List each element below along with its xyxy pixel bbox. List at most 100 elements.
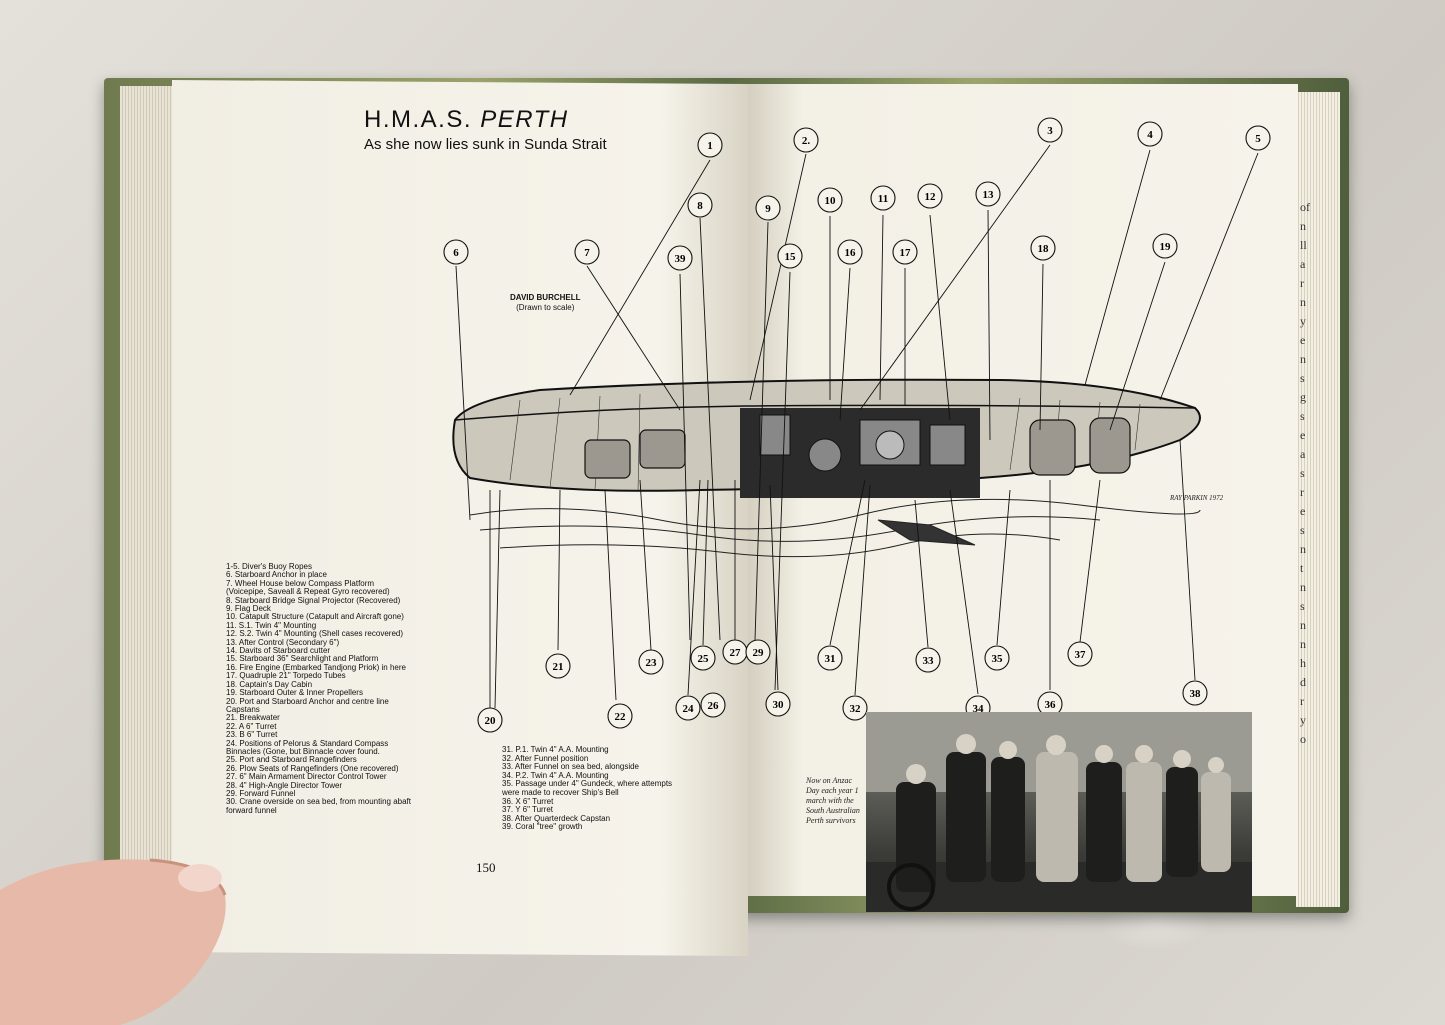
callout-label: 2. bbox=[802, 135, 811, 147]
callout-label: 16 bbox=[845, 247, 857, 259]
strip-glyph: e bbox=[1300, 504, 1306, 518]
callout-marker: 26 bbox=[700, 692, 726, 718]
turret-a bbox=[584, 439, 631, 479]
key-item: forward funnel bbox=[226, 805, 277, 815]
callout-circle bbox=[1137, 121, 1163, 147]
callout-label: 32 bbox=[850, 703, 862, 715]
callout-label: 6 bbox=[453, 247, 459, 259]
key-item: 38. After Quarterdeck Capstan bbox=[502, 813, 611, 823]
key-item: 6. Starboard Anchor in place bbox=[226, 570, 327, 580]
callout-label: 21 bbox=[553, 661, 564, 673]
strip-glyph: a bbox=[1300, 447, 1306, 461]
callout-label: 19 bbox=[1160, 241, 1172, 253]
strip-glyph: e bbox=[1300, 333, 1306, 347]
strip-glyph: n bbox=[1300, 580, 1306, 594]
callout-label: 30 bbox=[773, 699, 785, 711]
callout-circle bbox=[793, 127, 819, 153]
strip-glyph: d bbox=[1300, 675, 1306, 689]
strip-glyph: e bbox=[1300, 428, 1306, 442]
drawing-credit: DAVID BURCHELL (Drawn to scale) bbox=[510, 293, 581, 313]
key-item: 27. 6" Main Armament Director Control To… bbox=[226, 772, 387, 782]
key-item: 29. Forward Funnel bbox=[226, 788, 296, 798]
callout-label: 24 bbox=[683, 703, 695, 715]
callout-circle bbox=[745, 639, 771, 665]
key-item: 28. 4" High-Angle Director Tower bbox=[226, 780, 343, 790]
callout-circle bbox=[1182, 680, 1208, 706]
key-item: 21. Breakwater bbox=[226, 713, 280, 723]
key-item: were made to recover Ship's Bell bbox=[502, 787, 619, 797]
strip-glyph: t bbox=[1300, 561, 1304, 575]
strip-glyph: of bbox=[1300, 200, 1310, 214]
callout-marker: 12 bbox=[917, 183, 943, 209]
strip-glyph: y bbox=[1300, 713, 1306, 727]
key-item: 16. Fire Engine (Embarked Tandjong Priok… bbox=[226, 662, 406, 672]
key-item: 23. B 6" Turret bbox=[226, 730, 278, 740]
key-item: 37. Y 6" Turret bbox=[502, 805, 554, 815]
key-item: 8. Starboard Bridge Signal Projector (Re… bbox=[226, 595, 401, 605]
callout-circle bbox=[477, 707, 503, 733]
callout-marker: 25 bbox=[690, 645, 716, 671]
callout-circle bbox=[892, 239, 918, 265]
callout-marker: 23 bbox=[638, 649, 664, 675]
callout-marker: 24 bbox=[675, 695, 701, 721]
callout-label: 18 bbox=[1038, 243, 1050, 255]
strip-glyph: a bbox=[1300, 257, 1306, 271]
callout-circle bbox=[915, 647, 941, 673]
callout-label: 39 bbox=[675, 253, 687, 265]
callout-circle bbox=[755, 195, 781, 221]
callout-circle bbox=[777, 243, 803, 269]
strip-glyph: ll bbox=[1300, 238, 1307, 252]
turret-b bbox=[639, 429, 686, 469]
callout-marker: 5 bbox=[1245, 125, 1271, 151]
callout-marker: 9 bbox=[755, 195, 781, 221]
callout-marker: 3 bbox=[1037, 117, 1063, 143]
credit-note: (Drawn to scale) bbox=[516, 303, 575, 312]
key-item: 25. Port and Starboard Rangefinders bbox=[226, 755, 357, 765]
callout-circle bbox=[443, 239, 469, 265]
strip-glyph: r bbox=[1300, 485, 1304, 499]
strip-glyph: s bbox=[1300, 599, 1305, 613]
callout-circle bbox=[607, 703, 633, 729]
callout-circle bbox=[817, 187, 843, 213]
callout-label: 36 bbox=[1045, 699, 1057, 711]
strip-glyph: s bbox=[1300, 409, 1305, 423]
callout-circle bbox=[765, 691, 791, 717]
callout-circle bbox=[1067, 641, 1093, 667]
strip-glyph: r bbox=[1300, 276, 1304, 290]
key-item: 7. Wheel House below Compass Platform bbox=[226, 578, 375, 588]
callout-label: 22 bbox=[615, 711, 627, 723]
callout-marker: 10 bbox=[817, 187, 843, 213]
callout-label: 38 bbox=[1190, 688, 1202, 700]
callout-label: 15 bbox=[785, 251, 797, 263]
right-page-stack bbox=[1296, 92, 1340, 907]
callout-circle bbox=[1152, 233, 1178, 259]
callout-label: 9 bbox=[765, 203, 771, 215]
callout-label: 10 bbox=[825, 195, 837, 207]
callout-marker: 17 bbox=[892, 239, 918, 265]
callout-label: 35 bbox=[992, 653, 1004, 665]
callout-label: 4 bbox=[1147, 129, 1153, 141]
strip-glyph: r bbox=[1300, 694, 1304, 708]
artist-signature: RAY PARKIN 1972 bbox=[1169, 494, 1224, 502]
callout-marker: 32 bbox=[842, 695, 868, 721]
callout-circle bbox=[574, 239, 600, 265]
callout-circle bbox=[687, 192, 713, 218]
key-item: 30. Crane overside on sea bed, from moun… bbox=[226, 797, 411, 807]
callout-marker: 29 bbox=[745, 639, 771, 665]
callout-marker: 21 bbox=[545, 653, 571, 679]
strip-glyph: n bbox=[1300, 542, 1306, 556]
key-item: 24. Positions of Pelorus & Standard Comp… bbox=[226, 738, 389, 748]
turret-x bbox=[1029, 419, 1076, 476]
callout-marker: 16 bbox=[837, 239, 863, 265]
credit-name: DAVID BURCHELL bbox=[510, 293, 581, 302]
callout-marker: 6 bbox=[443, 239, 469, 265]
key-item: 34. P.2. Twin 4" A.A. Mounting bbox=[502, 770, 609, 780]
callout-marker: 4 bbox=[1137, 121, 1163, 147]
callout-circle bbox=[975, 181, 1001, 207]
callout-marker: 37 bbox=[1067, 641, 1093, 667]
callout-marker: 1 bbox=[697, 132, 723, 158]
callout-marker: 11 bbox=[870, 185, 896, 211]
callout-label: 20 bbox=[485, 715, 497, 727]
callout-marker: 22 bbox=[607, 703, 633, 729]
